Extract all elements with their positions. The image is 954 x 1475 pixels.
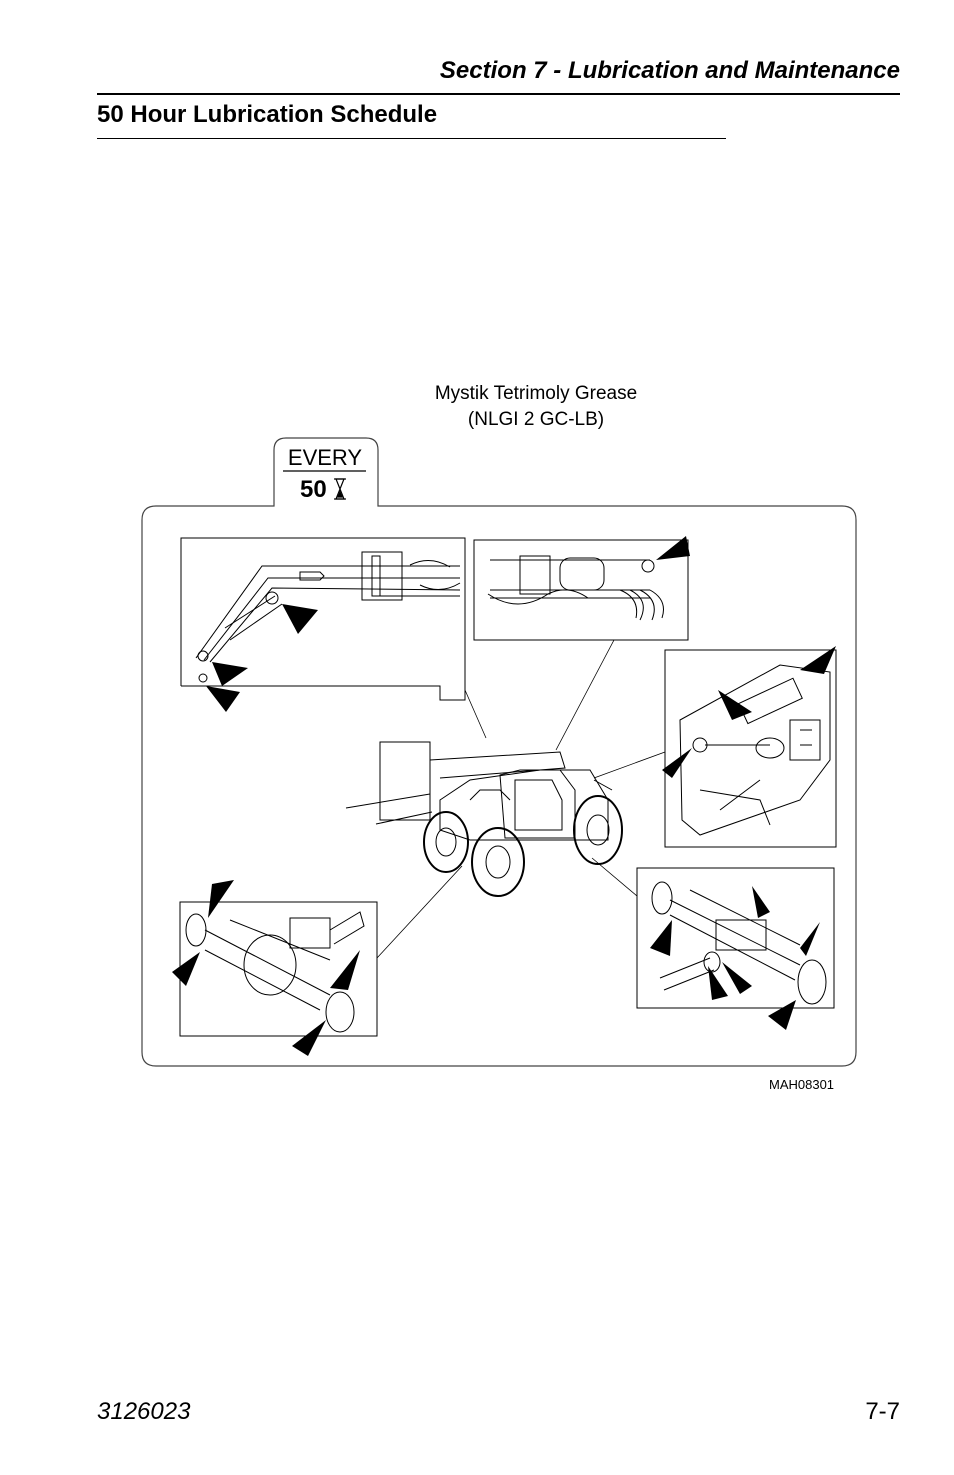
grease-point-arrow xyxy=(800,646,836,674)
grease-point-arrow xyxy=(292,1020,326,1056)
grease-grade: (NLGI 2 GC-LB) xyxy=(467,409,605,430)
leader-lines xyxy=(376,639,666,959)
grease-point-arrow xyxy=(330,950,360,990)
grease-point-arrow xyxy=(722,962,752,994)
heading-rule xyxy=(97,138,726,139)
interval-every-label: EVERY xyxy=(287,445,363,470)
grease-point-arrow xyxy=(208,880,234,918)
section-title: Section 7 - Lubrication and Maintenance xyxy=(439,57,900,84)
inset-frame-pivot xyxy=(664,649,837,848)
grease-point-arrow xyxy=(172,952,200,986)
grease-point-arrow xyxy=(768,1000,796,1030)
grease-point-arrow xyxy=(212,662,248,686)
grease-point-arrow xyxy=(718,690,752,720)
diagram-frame xyxy=(141,437,857,1067)
figure-code: MAH08301 xyxy=(769,1077,835,1092)
grease-name: Mystik Tetrimoly Grease xyxy=(434,383,638,404)
grease-point-arrow xyxy=(282,604,318,634)
telehandler-illustration xyxy=(345,741,623,897)
hourglass-icon xyxy=(334,478,346,500)
grease-point-arrow xyxy=(800,922,820,956)
grease-point-arrow xyxy=(752,886,770,918)
interval-hours: 50 xyxy=(300,476,327,503)
page-number: 7-7 xyxy=(865,1398,900,1425)
document-number: 3126023 xyxy=(97,1398,191,1425)
grease-point-arrow xyxy=(708,966,728,1000)
grease-spec: Mystik Tetrimoly Grease (NLGI 2 GC-LB) xyxy=(405,381,667,433)
inset-boom-pivot xyxy=(180,537,466,701)
inset-boom-head xyxy=(473,539,689,641)
grease-point-arrow xyxy=(662,748,692,778)
grease-point-arrow xyxy=(650,920,672,956)
inset-rear-axle xyxy=(636,867,835,1009)
grease-point-arrow xyxy=(656,536,690,560)
header-rule xyxy=(97,93,900,95)
grease-point-arrow xyxy=(206,686,240,712)
page-heading: 50 Hour Lubrication Schedule xyxy=(97,101,438,128)
inset-front-axle xyxy=(179,901,378,1037)
